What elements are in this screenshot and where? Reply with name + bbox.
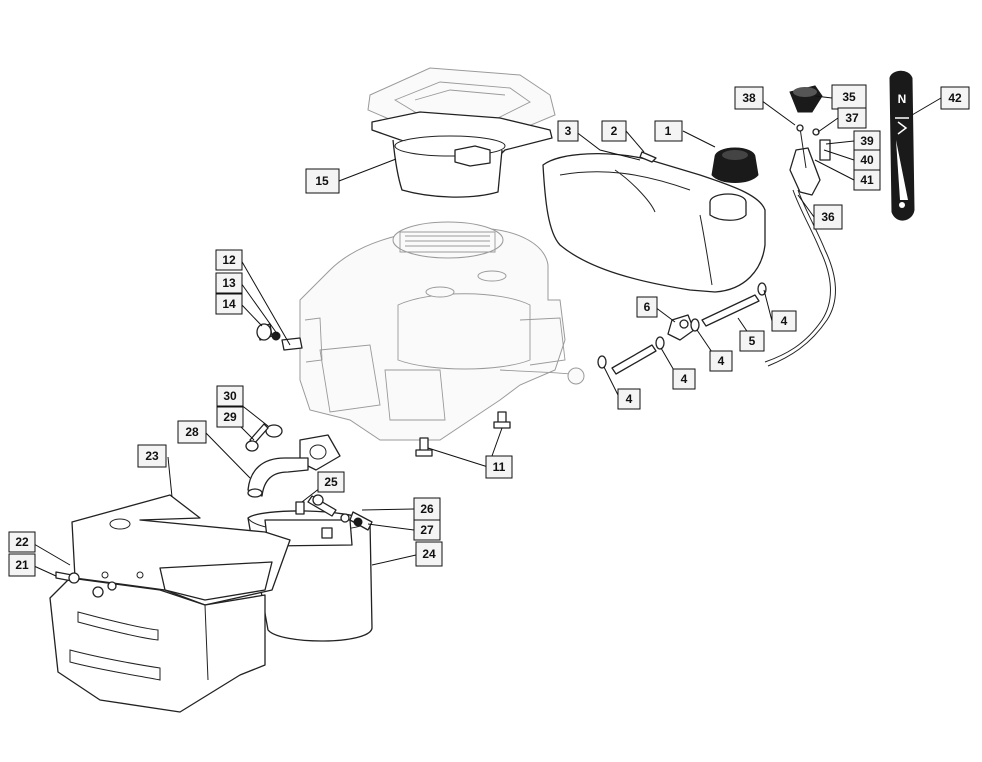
callout-4-a: 4	[771, 310, 797, 332]
callout-24: 24	[415, 541, 443, 567]
callout-4-c: 4	[672, 368, 696, 390]
svg-text:11: 11	[493, 460, 506, 474]
callout-3: 3	[557, 120, 579, 142]
muffler-heat-shield	[71, 494, 291, 606]
callout-4-b: 4	[709, 350, 733, 372]
throttle-lever-assembly	[789, 124, 831, 196]
callout-27: 27	[413, 519, 441, 541]
svg-text:37: 37	[845, 111, 859, 125]
callout-30: 30	[216, 385, 244, 407]
callout-1: 1	[654, 120, 683, 142]
svg-text:35: 35	[842, 90, 856, 104]
svg-text:4: 4	[781, 314, 788, 328]
svg-text:3: 3	[565, 124, 572, 138]
svg-text:42: 42	[948, 91, 962, 105]
engine-block	[299, 221, 585, 441]
svg-text:40: 40	[860, 153, 874, 167]
fuel-cap	[711, 147, 759, 183]
svg-text:39: 39	[860, 134, 874, 148]
callout-42: 42	[940, 86, 970, 110]
svg-text:13: 13	[222, 276, 236, 290]
callout-23: 23	[137, 444, 167, 468]
svg-text:4: 4	[718, 354, 725, 368]
svg-text:21: 21	[15, 558, 29, 572]
tank-screw	[639, 151, 657, 163]
svg-text:28: 28	[185, 425, 199, 439]
svg-text:12: 12	[222, 253, 236, 267]
svg-text:4: 4	[681, 372, 688, 386]
callout-14: 14	[215, 293, 243, 315]
svg-text:23: 23	[145, 449, 159, 463]
svg-text:29: 29	[223, 410, 237, 424]
exhaust-pipe	[247, 457, 309, 498]
callout-37: 37	[837, 107, 867, 129]
svg-text:25: 25	[324, 475, 338, 489]
svg-text:36: 36	[821, 210, 835, 224]
callout-41: 41	[853, 169, 881, 191]
exhaust-bolt-30	[265, 424, 283, 438]
svg-text:5: 5	[749, 334, 756, 348]
muffler-bolts	[307, 494, 373, 531]
callout-39: 39	[853, 130, 881, 152]
shield-bolts	[55, 571, 117, 598]
svg-text:26: 26	[420, 502, 434, 516]
callout-2: 2	[601, 120, 627, 142]
callout-40: 40	[853, 149, 881, 171]
callout-15: 15	[305, 168, 340, 194]
callout-13: 13	[215, 272, 243, 294]
callout-6: 6	[636, 296, 658, 318]
svg-text:27: 27	[420, 523, 434, 537]
callout-36: 36	[813, 204, 843, 230]
svg-text:4: 4	[626, 392, 633, 406]
svg-text:14: 14	[222, 297, 236, 311]
callout-28: 28	[177, 420, 207, 444]
svg-text:2: 2	[611, 124, 618, 138]
fuel-filter-elbow	[667, 314, 695, 341]
callout-4-d: 4	[617, 388, 641, 410]
callout-11: 11	[485, 455, 513, 479]
callout-38: 38	[734, 86, 764, 110]
throttle-knob	[789, 85, 823, 113]
svg-text:6: 6	[644, 300, 651, 314]
throttle-decal: N	[889, 70, 915, 221]
fuel-hose-upper	[701, 294, 760, 327]
svg-text:15: 15	[315, 174, 329, 188]
svg-text:1: 1	[665, 124, 672, 138]
svg-text:30: 30	[223, 389, 237, 403]
decal-symbol-text: N	[898, 92, 907, 106]
svg-text:38: 38	[742, 91, 756, 105]
callout-22: 22	[8, 531, 36, 553]
leader-lines	[33, 95, 942, 577]
callout-35: 35	[831, 84, 867, 110]
fuel-hose-lower	[611, 344, 657, 375]
callout-5: 5	[739, 330, 765, 352]
throttle-cable	[764, 189, 836, 367]
engine-bolts	[415, 411, 511, 457]
fuel-tank	[542, 153, 766, 293]
hose-clamps	[597, 282, 767, 369]
exhaust-bolt-29	[245, 423, 269, 452]
muffler-front-guard	[49, 577, 266, 713]
callout-26: 26	[413, 497, 441, 521]
svg-text:41: 41	[860, 173, 874, 187]
callout-12: 12	[215, 249, 243, 271]
svg-text:24: 24	[422, 547, 436, 561]
callout-25: 25	[317, 471, 345, 493]
callout-29: 29	[216, 406, 244, 428]
svg-text:22: 22	[15, 535, 29, 549]
carburetor-spacer	[256, 323, 303, 351]
air-filter-housing	[371, 111, 553, 198]
callout-21: 21	[8, 553, 36, 577]
